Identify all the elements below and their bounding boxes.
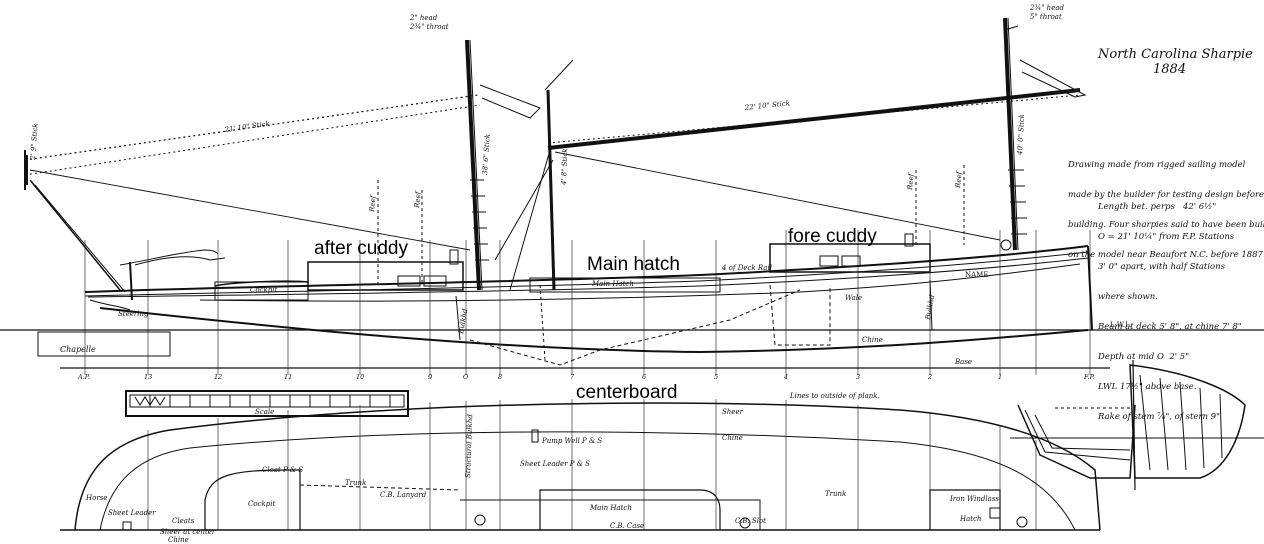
reef-label-4: Reef [954, 170, 964, 189]
sheer-at-center-label: Sheer at center [160, 528, 216, 536]
dim-line: Rake of stem ⅞", of stern 9" [1098, 412, 1220, 422]
station-label: 2 [927, 373, 932, 381]
station-label: 9 [428, 373, 432, 381]
fore-sprit-label: 22' 10" Stick [743, 99, 790, 112]
horse-label: Horse [85, 494, 107, 502]
dim-line: Length bet. perps 42' 6½" [1098, 202, 1217, 212]
station-label: 5 [714, 373, 718, 381]
note-line: Drawing made from rigged sailing model [1068, 160, 1246, 170]
aft-mast-label: 38' 6" Stick [481, 134, 492, 175]
label-centerboard: centerboard [576, 382, 678, 403]
drawing-title: North Carolina Sharpie 1884 [1098, 47, 1253, 77]
dim-line: Beam at deck 5' 8", at chine 7' 8" [1098, 322, 1242, 332]
main-hatch-plan-label: Main Hatch [589, 504, 632, 512]
small-stick-label: 2' 9" Stick [29, 123, 40, 161]
cb-case-label: C.B. Case [610, 522, 644, 530]
station-label: 3 [856, 373, 860, 381]
trunk-aft-label: Trunk [345, 479, 366, 487]
station-label: 8 [498, 373, 502, 381]
lines-caption: Lines to outside of plank. [789, 392, 880, 400]
base-label: Base [954, 358, 972, 366]
main-hatch-profile-label: Main Hatch [591, 280, 634, 288]
aft-mast-head-2: 2¾" throat [409, 23, 449, 31]
cockpit-profile-label: Cockpit [250, 286, 277, 294]
fore-mast-head-1: 2¾" head [1029, 4, 1065, 12]
body-plan [1010, 359, 1264, 491]
title-line-1: North Carolina Sharpie [1098, 47, 1253, 62]
reef-label-1: Reef [368, 194, 378, 213]
structural-bulkhd-label: Structural Bulkhd [464, 414, 474, 479]
reef-label-3: Reef [906, 172, 916, 191]
note-line: building. Four sharpies said to have bee… [1068, 220, 1264, 230]
fore-mast-label: 40' 0" Stick [1016, 114, 1026, 156]
note-line: on the model near Beaufort N.C. before 1… [1068, 250, 1264, 260]
dim-line: Depth at mid O 2' 5" [1098, 352, 1190, 362]
label-after-cuddy: after cuddy [314, 238, 408, 259]
dimension-notes: Length bet. perps 42' 6½" O = 21' 10¼" f… [1098, 182, 1242, 432]
pump-well-label: Pump Well P & S [541, 437, 602, 445]
title-line-2: 1884 [1153, 62, 1187, 77]
station-label: 1 [998, 373, 1002, 381]
station-label: 11 [284, 373, 292, 381]
steering-label: Steering [118, 310, 149, 318]
bulkhead-label-aft: Bulkhd [457, 308, 470, 336]
mizzen-stick-label: 4' 8" Stick [560, 148, 569, 186]
station-label: 6 [642, 373, 646, 381]
chine-plan-label: Chine [722, 434, 743, 442]
scale-label: Scale [255, 408, 274, 416]
reef-label-2: Reef [413, 190, 423, 209]
dim-line: where shown. [1098, 292, 1158, 302]
chapelle-signature: Chapelle [60, 345, 96, 354]
cleats-label: Cleats [172, 517, 195, 525]
station-label: 12 [214, 373, 222, 381]
sheet-leader-label: Sheet Leader [108, 509, 156, 517]
dim-line: LWL 17½" above base. [1098, 382, 1197, 392]
sheer-plan-label: Sheer [722, 408, 744, 416]
cockpit-plan-label: Cockpit [248, 500, 275, 508]
deck-rail-label: 4 of Deck Rail [721, 264, 772, 272]
dim-line: O = 21' 10¼" from F.P. Stations [1098, 232, 1235, 242]
trunk-fwd-label: Trunk [825, 490, 846, 498]
iron-windlass-label: Iron Windlass [949, 495, 999, 503]
cb-lanyard-label: C.B. Lanyard [380, 491, 427, 499]
scale-bar [125, 390, 409, 417]
station-label: 10 [356, 373, 364, 381]
intro-notes: Drawing made from rigged sailing model m… [1068, 140, 1264, 270]
cleat-ps-label: Cleat P & S [262, 466, 303, 474]
fore-mast [1003, 17, 1027, 251]
aft-sprit-label: 21' 10" Stick [223, 120, 270, 134]
station-label: 7 [570, 373, 575, 381]
station-label: O [463, 373, 469, 381]
hatch-plan-label: Hatch [959, 515, 982, 523]
name-label: NAME [965, 271, 988, 279]
station-label: 13 [144, 373, 152, 381]
label-main-hatch: Main hatch [587, 254, 680, 275]
half-breadth-plan [60, 399, 1101, 531]
fore-mast-head-2: 5" throat [1030, 13, 1062, 21]
lwl-label: L.W.L. [1110, 321, 1132, 329]
bulkhead-label-fwd: Bulkhd [924, 294, 937, 322]
station-label: 4 [783, 373, 788, 381]
wale-label: Wale [845, 294, 862, 302]
label-fore-cuddy: fore cuddy [788, 226, 877, 247]
note-line: made by the builder for testing design b… [1068, 190, 1264, 200]
chine-profile-label: Chine [862, 336, 883, 344]
chine-small-label: Chine [168, 536, 189, 544]
mizzen-mast [544, 59, 574, 291]
aft-mast [465, 39, 489, 291]
station-label: F.P. [1083, 373, 1095, 381]
sheet-leader-ps-label: Sheet Leader P & S [520, 460, 590, 468]
cb-slot-label: C.B. Slot [735, 517, 766, 525]
station-numbers: A.P. 13 12 11 10 9 O 8 7 6 5 4 3 2 1 F.P… [77, 373, 1095, 381]
station-label: A.P. [77, 373, 90, 381]
aft-mast-head-1: 2" head [409, 14, 438, 22]
dim-line: 3' 0" apart, with half Stations [1098, 262, 1226, 272]
